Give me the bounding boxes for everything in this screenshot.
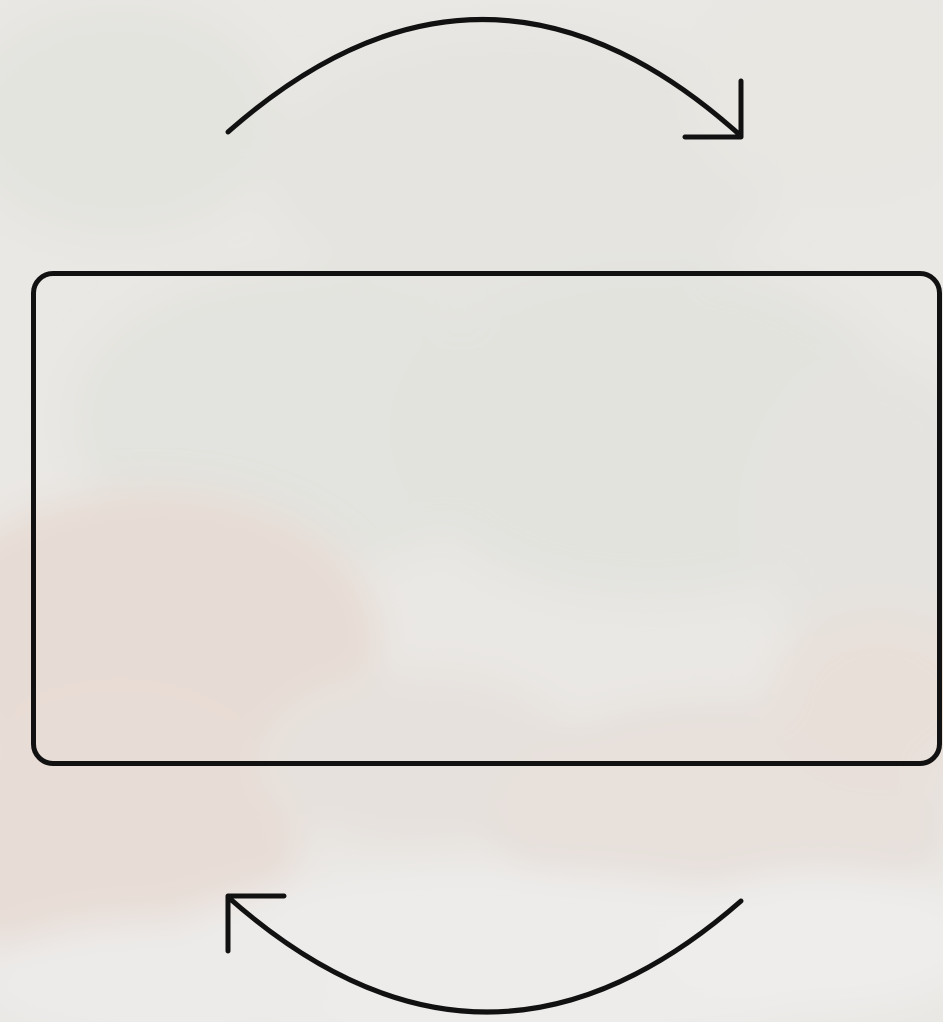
- center-box: [31, 271, 942, 766]
- top-cycle-arrow: [228, 19, 741, 136]
- bottom-cycle-arrow: [228, 897, 741, 1012]
